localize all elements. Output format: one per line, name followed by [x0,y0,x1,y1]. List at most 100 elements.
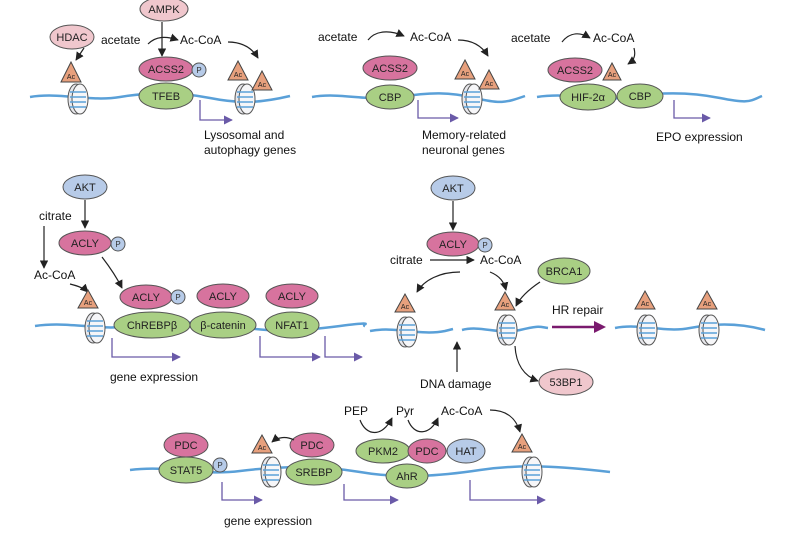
svg-text:ACLY: ACLY [132,292,161,304]
gene-label: Memory-related [422,128,506,142]
panel-acss2-tfeb: HDAC Ac AMPK acetate Ac-CoA ACSS2 P TFEB [29,0,296,157]
gene-label: Lysosomal and [204,128,284,142]
svg-text:53BP1: 53BP1 [549,377,582,389]
svg-text:AhR: AhR [396,471,417,483]
svg-text:ACLY: ACLY [278,291,307,303]
acly-node: ACLY [426,231,480,257]
acly-node: ACLY [265,283,319,309]
arrow [227,41,259,59]
gene-arrow [469,480,546,505]
svg-text:Ac: Ac [234,72,243,79]
pdc-node: PDC [289,432,335,458]
svg-text:PDC: PDC [300,440,323,452]
svg-text:Ac: Ac [485,81,494,88]
hif2a-node: HIF-2α [559,83,617,111]
arrow [69,283,89,293]
nucleosome [698,314,720,346]
svg-text:Ac: Ac [258,445,267,452]
svg-text:P: P [482,241,487,250]
gene-arrow [259,336,321,362]
pdc-node: PDC [163,432,209,458]
pdc-node: PDC [407,438,447,464]
dna-damage-label: DNA damage [420,377,492,391]
acetyl-mark: Ac [696,289,718,310]
gene-arrow [417,100,459,123]
brca1-node: BRCA1 [537,257,591,285]
gene-arrow [221,482,263,505]
53bp1-node: 53BP1 [538,368,594,396]
acetyl-mark: Ac [227,59,249,81]
dna-strand [311,92,526,104]
arrow [101,256,123,289]
arrow [407,417,439,433]
phospho-badge: P [170,289,186,305]
hr-repair-label: HR repair [552,303,603,317]
svg-text:Ac: Ac [401,304,410,311]
acoa-label: Ac-CoA [593,31,634,45]
acetyl-mark: Ac [251,69,273,91]
nucleosome [496,314,518,346]
svg-text:PDC: PDC [415,446,438,458]
citrate-label: citrate [39,209,72,223]
arrow [359,417,393,434]
acly-node: ACLY [58,230,112,256]
gene-label: autophagy genes [204,143,296,157]
svg-text:Ac: Ac [67,74,76,81]
cbp-node: CBP [365,84,415,110]
svg-text:STAT5: STAT5 [170,465,203,477]
gene-arrow [111,338,181,362]
svg-text:ChREBPβ: ChREBPβ [127,320,177,332]
arrow [271,433,295,443]
arrow [147,33,179,45]
arrow [514,345,539,383]
acetyl-mark: Ac [251,433,273,454]
phospho-badge: P [212,457,228,473]
svg-text:Ac: Ac [258,82,267,89]
phospho-badge: P [110,236,126,252]
beta-catenin-node: β-catenin [189,311,257,339]
svg-text:Ac: Ac [84,300,93,307]
arrow [457,39,489,57]
arrow [489,409,522,433]
svg-text:β-catenin: β-catenin [200,320,245,332]
acoa-label: Ac-CoA [34,268,75,282]
svg-text:PDC: PDC [174,440,197,452]
acss2-node: ACSS2 [138,56,194,82]
svg-text:HDAC: HDAC [56,32,87,44]
svg-text:AKT: AKT [442,183,464,195]
acetyl-mark: Ac [494,290,516,311]
acoa-label: Ac-CoA [180,33,221,47]
hat-node: HAT [446,438,486,464]
nfat1-node: NFAT1 [264,311,320,339]
svg-text:ACLY: ACLY [439,239,468,251]
nucleosome [636,314,658,346]
nucleosome [260,456,282,488]
ahr-node: AhR [385,463,429,489]
acetyl-mark: Ac [77,288,99,309]
svg-text:ACSS2: ACSS2 [372,63,408,75]
svg-text:CBP: CBP [379,92,402,104]
phospho-badge: P [477,237,493,253]
dna-strand [461,325,549,333]
svg-text:AKT: AKT [74,182,96,194]
tfeb-node: TFEB [138,82,194,110]
acly-node: ACLY [119,284,173,310]
hr-repair-arrowhead [594,321,606,333]
pyr-label: Pyr [396,404,414,418]
arrow [627,47,637,65]
panel-acss2-cbp: acetate Ac-CoA ACSS2 CBP Ac Ac Memory-re… [311,29,526,157]
acetate-label: acetate [101,33,141,47]
panel-acss2-hif: acetate Ac-CoA ACSS2 Ac HIF-2α CBP EPO e… [511,30,763,144]
svg-text:PKM2: PKM2 [368,446,398,458]
gene-label: gene expression [224,514,312,528]
acetyl-mark: Ac [454,58,476,80]
akt-node: AKT [430,175,476,201]
svg-text:ACSS2: ACSS2 [557,65,593,77]
citrate-label: citrate [390,253,423,267]
acetyl-mark: Ac [478,68,500,90]
panel-pdc: PDC STAT5 P gene expression Ac PDC SREB [129,404,611,528]
svg-text:ACSS2: ACSS2 [148,64,184,76]
svg-text:ACLY: ACLY [209,291,238,303]
svg-text:NFAT1: NFAT1 [275,320,308,332]
